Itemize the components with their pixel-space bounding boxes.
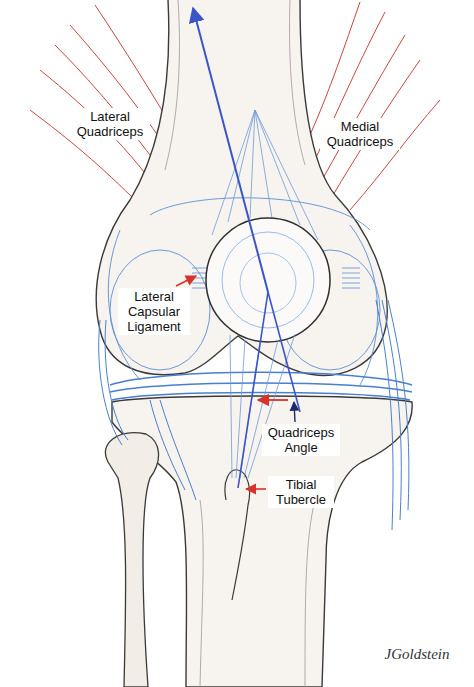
landmark-label: Tibial Tubercle — [268, 476, 334, 508]
artist-signature: JGoldstein — [372, 646, 462, 663]
muscle-label: Medial Quadriceps — [320, 118, 400, 150]
ligament-label: Lateral Capsular Ligament — [118, 288, 190, 335]
angle-label: Quadriceps Angle — [262, 424, 340, 456]
muscle-label: Lateral Quadriceps — [70, 108, 150, 140]
